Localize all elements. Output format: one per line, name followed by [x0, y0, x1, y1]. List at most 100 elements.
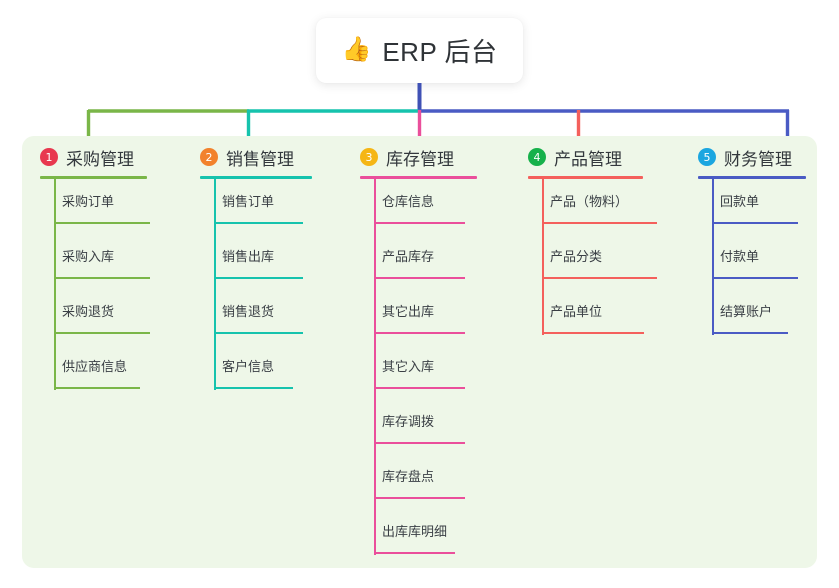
leaf-item-label: 产品分类: [550, 249, 603, 264]
diagram-panel: [22, 136, 817, 568]
leaf-item[interactable]: 其它出库: [360, 289, 477, 344]
leaf-item-rule: [542, 332, 644, 334]
column-2: 2 销售管理销售订单销售出库销售退货客户信息: [200, 144, 312, 399]
column-spine: [214, 179, 216, 390]
column-items: 仓库信息产品库存其它出库其它入库库存调拨库存盘点出库库明细: [360, 179, 477, 564]
leaf-item-label: 销售退货: [222, 304, 275, 319]
leaf-item[interactable]: 销售订单: [200, 179, 312, 234]
leaf-item-label: 产品库存: [382, 249, 435, 264]
leaf-item[interactable]: 产品库存: [360, 234, 477, 289]
leaf-item-rule: [54, 387, 140, 389]
leaf-item-rule: [54, 332, 150, 334]
leaf-item-rule: [214, 222, 303, 224]
leaf-item-label: 销售订单: [222, 194, 275, 209]
column-title: 产品管理: [554, 149, 622, 169]
column-title: 采购管理: [66, 149, 134, 169]
leaf-item[interactable]: 出库库明细: [360, 509, 477, 564]
leaf-item-label: 产品（物料）: [550, 194, 629, 209]
column-header-rule: [40, 176, 147, 179]
leaf-item-rule: [214, 387, 293, 389]
leaf-item-rule: [374, 387, 465, 389]
column-header-1[interactable]: 1 采购管理: [40, 144, 147, 170]
column-items: 采购订单采购入库采购退货供应商信息: [40, 179, 150, 399]
leaf-item-rule: [542, 222, 657, 224]
column-number-badge: 3: [360, 148, 378, 166]
leaf-item[interactable]: 库存盘点: [360, 454, 477, 509]
column-header-rule: [200, 176, 312, 179]
column-number-badge: 5: [698, 148, 716, 166]
root-node-content: 👍 ERP 后台: [341, 32, 497, 69]
column-1: 1 采购管理采购订单采购入库采购退货供应商信息: [40, 144, 150, 399]
leaf-item[interactable]: 库存调拨: [360, 399, 477, 454]
column-header-5[interactable]: 5 财务管理: [698, 144, 806, 170]
leaf-item-rule: [542, 277, 657, 279]
leaf-item-label: 结算账户: [720, 304, 773, 319]
column-header-rule: [360, 176, 477, 179]
leaf-item[interactable]: 其它入库: [360, 344, 477, 399]
leaf-item-label: 付款单: [720, 249, 760, 264]
leaf-item[interactable]: 采购订单: [40, 179, 150, 234]
leaf-item-rule: [214, 332, 303, 334]
leaf-item-rule: [374, 497, 465, 499]
leaf-item-label: 库存盘点: [382, 469, 435, 484]
leaf-item[interactable]: 付款单: [698, 234, 806, 289]
leaf-item-label: 采购入库: [62, 249, 115, 264]
leaf-item[interactable]: 仓库信息: [360, 179, 477, 234]
column-number-badge: 2: [200, 148, 218, 166]
column-header-2[interactable]: 2 销售管理: [200, 144, 312, 170]
leaf-item-rule: [374, 332, 465, 334]
leaf-item-label: 仓库信息: [382, 194, 435, 209]
leaf-item-label: 销售出库: [222, 249, 275, 264]
leaf-item-label: 产品单位: [550, 304, 603, 319]
column-spine: [374, 179, 376, 555]
leaf-item-rule: [54, 277, 150, 279]
leaf-item-rule: [712, 332, 788, 334]
leaf-item-label: 采购订单: [62, 194, 115, 209]
leaf-item[interactable]: 供应商信息: [40, 344, 147, 399]
column-spine: [712, 179, 714, 335]
leaf-item[interactable]: 回款单: [698, 179, 806, 234]
leaf-item-label: 客户信息: [222, 359, 275, 374]
leaf-item-rule: [374, 552, 455, 554]
column-header-4[interactable]: 4 产品管理: [528, 144, 643, 170]
column-header-rule: [698, 176, 806, 179]
column-number-badge: 1: [40, 148, 58, 166]
leaf-item[interactable]: 结算账户: [698, 289, 806, 344]
leaf-item-rule: [712, 222, 798, 224]
leaf-item-label: 供应商信息: [62, 359, 128, 374]
root-node[interactable]: 👍 ERP 后台: [316, 18, 523, 83]
leaf-item-label: 库存调拨: [382, 414, 435, 429]
leaf-item[interactable]: 销售退货: [200, 289, 312, 344]
column-title: 库存管理: [386, 149, 454, 169]
root-title: ERP 后台: [382, 37, 498, 67]
column-spine: [542, 179, 544, 335]
leaf-item-rule: [374, 222, 465, 224]
column-items: 销售订单销售出库销售退货客户信息: [200, 179, 312, 399]
leaf-item-label: 回款单: [720, 194, 760, 209]
leaf-item-label: 其它出库: [382, 304, 435, 319]
leaf-item[interactable]: 销售出库: [200, 234, 312, 289]
leaf-item[interactable]: 客户信息: [200, 344, 312, 399]
leaf-item-label: 出库库明细: [382, 524, 448, 539]
column-items: 回款单付款单结算账户: [698, 179, 806, 344]
leaf-item[interactable]: 产品分类: [528, 234, 657, 289]
leaf-item[interactable]: 采购退货: [40, 289, 150, 344]
leaf-item-rule: [54, 222, 150, 224]
column-header-3[interactable]: 3 库存管理: [360, 144, 477, 170]
column-3: 3 库存管理仓库信息产品库存其它出库其它入库库存调拨库存盘点出库库明细: [360, 144, 477, 564]
leaf-item[interactable]: 产品（物料）: [528, 179, 657, 234]
leaf-item-label: 其它入库: [382, 359, 435, 374]
column-spine: [54, 179, 56, 390]
leaf-item-label: 采购退货: [62, 304, 115, 319]
column-title: 销售管理: [226, 149, 294, 169]
leaf-item[interactable]: 采购入库: [40, 234, 150, 289]
column-number-badge: 4: [528, 148, 546, 166]
column-4: 4 产品管理产品（物料） 产品分类产品单位: [528, 144, 657, 344]
leaf-item[interactable]: 产品单位: [528, 289, 644, 344]
leaf-item-rule: [712, 277, 798, 279]
column-title: 财务管理: [724, 149, 792, 169]
thumbs-up-icon: 👍: [341, 35, 372, 63]
column-5: 5 财务管理回款单付款单结算账户: [698, 144, 806, 344]
column-header-rule: [528, 176, 643, 179]
